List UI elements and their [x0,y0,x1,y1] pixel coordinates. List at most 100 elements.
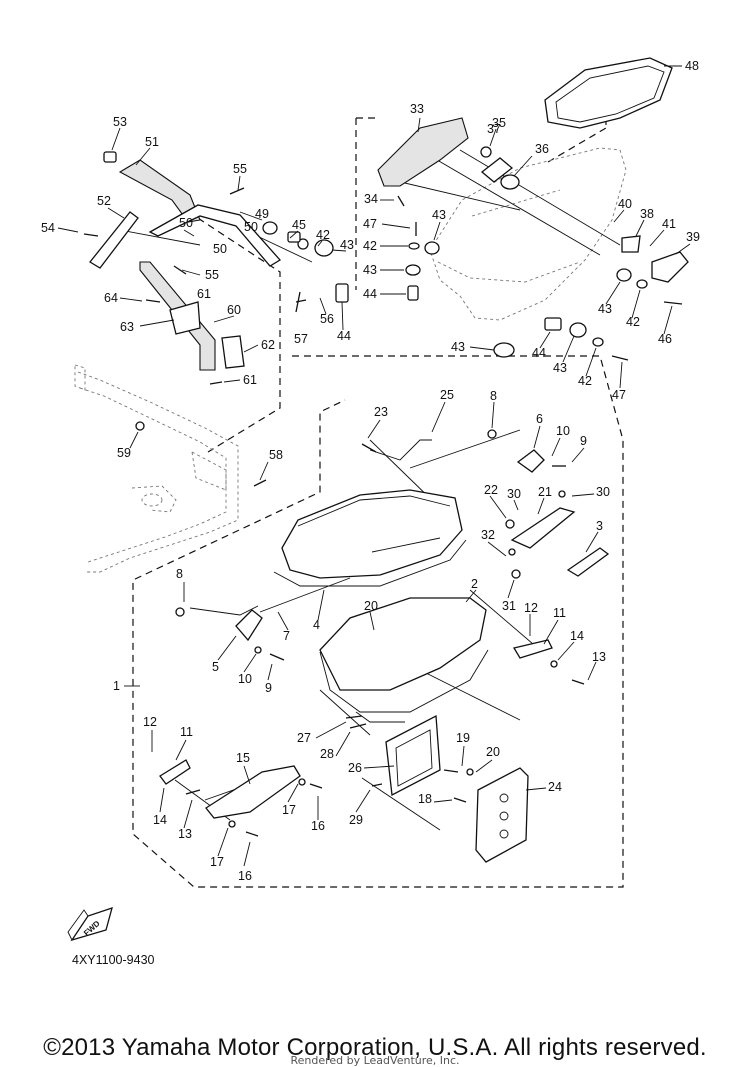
part-2-bag [319,597,487,691]
part-33-bracket [377,117,469,187]
fasteners [83,187,683,837]
part-4-lid [281,489,463,579]
callout-27: 27 [297,731,311,745]
callout-labels: 53 51 55 52 49 54 50 50 50 45 42 43 55 6… [41,59,700,883]
callout-26: 26 [348,761,362,775]
callout-17: 17 [210,855,224,869]
callout-37: 37 [487,122,501,136]
callout-12: 12 [143,715,157,729]
callout-62: 62 [261,338,275,352]
callout-55: 55 [233,162,247,176]
part-39-cover [651,251,689,283]
callout-52: 52 [97,194,111,208]
callout-43: 43 [598,302,612,316]
part-49-bracket [148,204,282,267]
callout-7: 7 [283,629,290,643]
callout-61: 61 [197,287,211,301]
callout-12: 12 [524,601,538,615]
callout-17: 17 [282,803,296,817]
callout-22: 22 [484,483,498,497]
callout-49: 49 [255,207,269,221]
callout-57: 57 [294,332,308,346]
callout-5: 5 [212,660,219,674]
parts [89,57,689,863]
callout-9: 9 [265,681,272,695]
part-21-plate [510,507,576,549]
callout-36: 36 [535,142,549,156]
part-48-pad [544,57,673,129]
diagram-code: 4XY1100-9430 [72,953,155,967]
callout-59: 59 [117,446,131,460]
callout-43: 43 [553,361,567,375]
callout-30: 30 [596,485,610,499]
part-15-hinge [205,765,301,819]
callout-46: 46 [658,332,672,346]
callout-13: 13 [592,650,606,664]
callout-42: 42 [363,239,377,253]
callout-39: 39 [686,230,700,244]
callout-64: 64 [104,291,118,305]
frame-rails [74,364,239,573]
part-3-strip [566,547,610,577]
callout-40: 40 [618,197,632,211]
callout-32: 32 [481,528,495,542]
callout-50: 50 [244,220,258,234]
callout-42: 42 [626,315,640,329]
callout-50: 50 [213,242,227,256]
callout-41: 41 [662,217,676,231]
callout-34: 34 [364,192,378,206]
callout-43: 43 [432,208,446,222]
callout-10: 10 [238,672,252,686]
callout-53: 53 [113,115,127,129]
callout-19: 19 [456,731,470,745]
callout-16: 16 [311,819,325,833]
callout-16: 16 [238,869,252,883]
callout-14: 14 [570,629,584,643]
callout-25: 25 [440,388,454,402]
callout-8: 8 [490,389,497,403]
callout-54: 54 [41,221,55,235]
fwd-arrow-icon: FWD [67,906,113,942]
callout-20: 20 [364,599,378,613]
callout-51: 51 [145,135,159,149]
part-26-panel [385,714,441,797]
callout-10: 10 [556,424,570,438]
callout-38: 38 [640,207,654,221]
callout-47: 47 [612,388,626,402]
callout-28: 28 [320,747,334,761]
part-24-panel [475,767,529,863]
callout-42: 42 [578,374,592,388]
callout-47: 47 [363,217,377,231]
callout-63: 63 [120,320,134,334]
callout-45: 45 [292,218,306,232]
copyright-notice: ©2013 Yamaha Motor Corporation, U.S.A. A… [43,1034,707,1061]
rendered-by-note: Rendered by LeadVenture, Inc. [290,1054,460,1067]
callout-61: 61 [243,373,257,387]
callout-58: 58 [269,448,283,462]
callout-14: 14 [153,813,167,827]
callout-33: 33 [410,102,424,116]
callout-44: 44 [337,329,351,343]
callout-35: 35 [492,116,506,130]
callout-43: 43 [451,340,465,354]
callout-9: 9 [580,434,587,448]
callout-31: 31 [502,599,516,613]
callout-23: 23 [374,405,388,419]
callout-8: 8 [176,567,183,581]
callout-18: 18 [418,792,432,806]
callout-leaders [57,65,691,867]
callout-2: 2 [471,577,478,591]
saddlebag-shell [429,147,627,321]
callout-42: 42 [316,228,330,242]
callout-29: 29 [349,813,363,827]
callout-15: 15 [236,751,250,765]
part-52-stay [89,211,139,269]
callout-44: 44 [532,346,546,360]
callout-13: 13 [178,827,192,841]
callout-4: 4 [313,618,320,632]
callout-24: 24 [548,780,562,794]
callout-60: 60 [227,303,241,317]
callout-1: 1 [113,679,120,693]
callout-48: 48 [685,59,699,73]
